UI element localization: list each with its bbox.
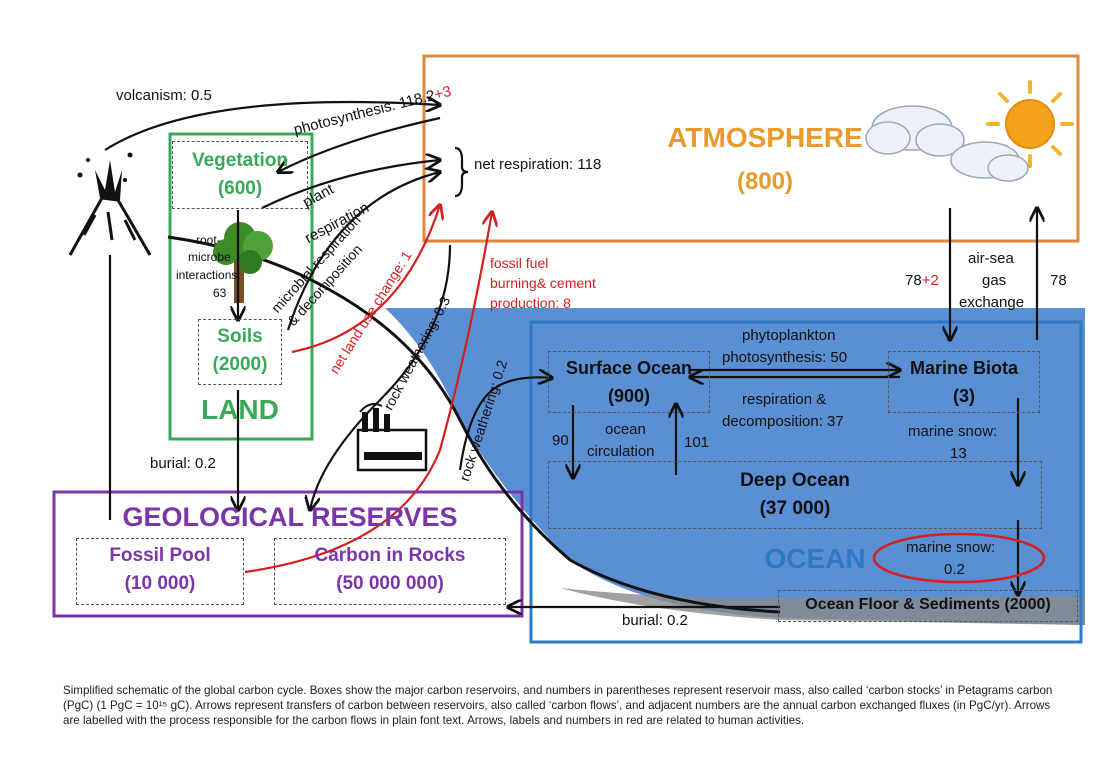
airsea-label-1: air-sea [968, 250, 1014, 267]
plant-respiration-arrow [261, 160, 440, 209]
geological-title: GEOLOGICAL RESERVES [122, 502, 458, 532]
microbial-respiration-arrow [286, 172, 440, 331]
net-respiration-brace [454, 146, 469, 198]
cloud-icon [865, 105, 965, 157]
rock-weathering-arrow-1 [310, 244, 452, 510]
surface-ocean-mass: (900) [607, 386, 651, 406]
marine-snow-label-2a: marine snow: [906, 539, 996, 556]
fossil-fuel-label-1: fossil fuel [490, 255, 549, 271]
atmosphere-title: ATMOSPHERE [667, 122, 863, 153]
soils-mass: (2000) [212, 354, 268, 375]
deep-ocean-box [548, 461, 1042, 529]
airsea-down-number: 78 [905, 272, 922, 289]
carbon-rocks-label: Carbon in Rocks [314, 545, 466, 566]
land-use-arrow [291, 205, 440, 354]
surface-ocean-label: Surface Ocean [565, 358, 693, 378]
marine-snow-label-1a: marine snow: [908, 423, 998, 440]
ocean-circ-label-1: ocean [605, 421, 646, 438]
marine-biota-label: Marine Biota [909, 358, 1019, 378]
marine-biota-box [888, 351, 1040, 413]
land-surface-line [167, 235, 781, 614]
airsea-label-3: exchange [959, 294, 1025, 311]
vegetation-mass: (600) [217, 178, 263, 199]
soils-box [198, 319, 282, 385]
airsea-down-value: 78+2 [905, 272, 939, 289]
root-microbe-label-3: interactions: [176, 268, 241, 282]
phyto-label-1: phytoplankton [742, 327, 836, 344]
atmosphere-mass: (800) [736, 168, 794, 195]
deep-ocean-mass: (37 000) [759, 498, 831, 519]
fossil-fuel-arrow [244, 212, 492, 574]
airsea-down-human: +2 [921, 272, 939, 289]
circ-up-value: 101 [684, 434, 710, 451]
fossil-fuel-label-3: production: 8 [490, 295, 571, 311]
surface-ocean-box [548, 351, 710, 413]
root-microbe-label-4: 63 [213, 286, 227, 300]
burial-land-label: burial: 0.2 [150, 455, 216, 472]
marine-biota-mass: (3) [953, 386, 975, 406]
root-microbe-label-2: microbe [188, 250, 231, 264]
figure-caption: Simplified schematic of the global carbo… [63, 684, 1053, 727]
airsea-up-value: 78 [1050, 272, 1067, 289]
factory-icon [356, 403, 428, 472]
ocean-water [385, 308, 1085, 625]
ocean-floor-label: Ocean Floor & Sediments (2000) [805, 596, 1051, 613]
ocean-box [529, 320, 1083, 644]
burial-ocean-label: burial: 0.2 [622, 612, 688, 629]
sea-floor [560, 588, 1085, 625]
fossil-pool-box [76, 538, 244, 605]
vegetation-box [172, 141, 308, 209]
resp-label-2: decomposition: 37 [722, 413, 844, 430]
geological-box [52, 490, 524, 618]
soils-label: Soils [217, 326, 263, 347]
marine-snow-highlight [872, 532, 1046, 584]
fossil-fuel-label-2: burning& cement [490, 275, 596, 291]
sun-icon [986, 80, 1074, 168]
photosynthesis-arrow [278, 116, 441, 172]
carbon-rocks-mass: (50 000 000) [336, 573, 444, 594]
fossil-pool-label: Fossil Pool [109, 545, 211, 566]
circ-down-value: 90 [552, 432, 569, 449]
deep-ocean-label: Deep Ocean [740, 470, 850, 491]
resp-label-1: respiration & [742, 391, 827, 408]
vegetation-label: Vegetation [191, 150, 289, 171]
ocean-circ-label-2: circulation [587, 443, 655, 460]
marine-snow-label-1b: 13 [950, 445, 967, 462]
fossil-pool-mass: (10 000) [124, 573, 196, 594]
carbon-rocks-box [274, 538, 506, 605]
ocean-floor-box [778, 590, 1078, 622]
net-respiration-label: net respiration: 118 [474, 156, 602, 173]
volcanism-arrow [104, 102, 440, 151]
ocean-title: OCEAN [764, 543, 866, 574]
rock-weathering-arrow-2 [458, 377, 552, 471]
land-title: LAND [201, 394, 279, 425]
marine-snow-label-2b: 0.2 [944, 561, 965, 578]
phyto-label-2: photosynthesis: 50 [722, 349, 848, 366]
volcanism-label: volcanism: 0.5 [116, 87, 212, 104]
land-box [168, 132, 314, 441]
root-microbe-label-1: root- [196, 233, 221, 247]
atmosphere-box [422, 54, 1080, 243]
cloud-icon-2 [950, 141, 1029, 182]
volcano-icon [68, 152, 152, 256]
airsea-label-2: gas [982, 272, 1007, 289]
